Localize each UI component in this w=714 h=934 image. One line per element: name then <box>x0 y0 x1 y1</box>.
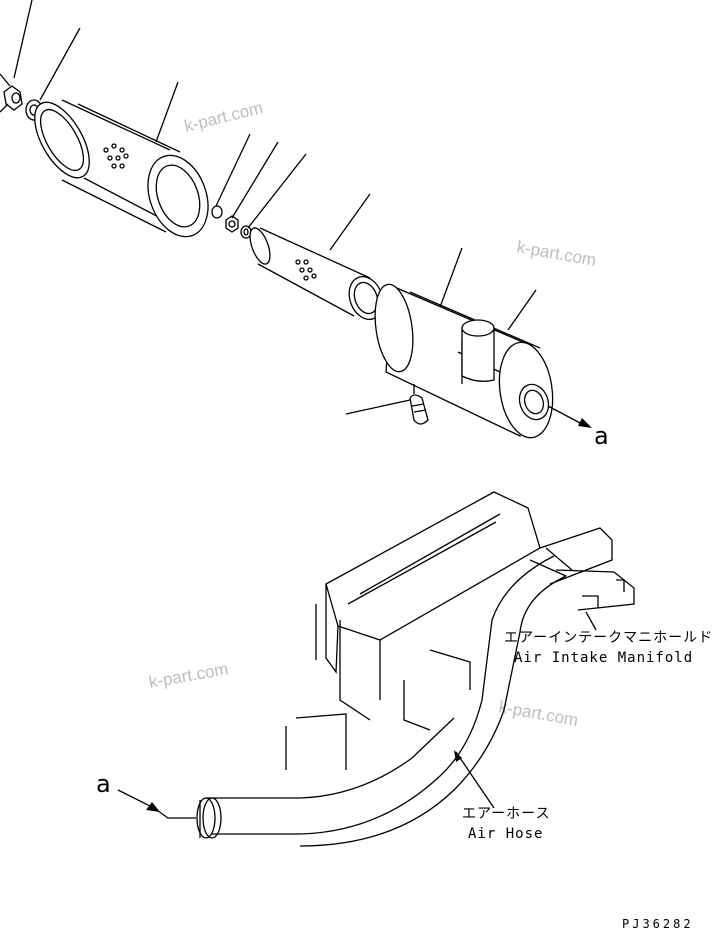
ref-a-bottom: a <box>96 770 111 798</box>
manifold-leader <box>585 611 597 631</box>
air-cleaner-body <box>374 283 554 439</box>
ref-arrow-top <box>547 405 592 428</box>
nut-icon <box>225 215 239 233</box>
manifold-label-en: Air Intake Manifold <box>514 650 693 666</box>
engine-block <box>285 491 541 770</box>
dust-valve-icon <box>409 384 429 425</box>
ref-arrow-bottom <box>117 789 196 819</box>
wing-nut-icon <box>0 73 23 113</box>
manifold-label-jp: エアーインテークマニホールド <box>504 630 713 646</box>
watermark-3: k-part.com <box>147 659 229 692</box>
perforation-pattern-small <box>295 259 317 281</box>
watermark-2: k-part.com <box>515 237 597 270</box>
air-intake-manifold <box>539 527 635 611</box>
hose-leader <box>454 750 495 809</box>
watermark-4: k-part.com <box>497 697 579 730</box>
watermark-1: k-part.com <box>182 98 265 136</box>
hose-label-en: Air Hose <box>468 826 543 842</box>
o-ring-icon <box>211 205 223 219</box>
inner-filter-element <box>249 227 384 321</box>
hose-label-jp: エアーホース <box>462 806 550 822</box>
ref-a-top: a <box>594 422 609 450</box>
outer-filter-element <box>34 99 209 238</box>
air-hose <box>196 547 573 847</box>
leader-lines <box>13 0 537 415</box>
drawing-code: PJ36282 <box>622 917 694 931</box>
perforation-pattern <box>103 143 129 169</box>
